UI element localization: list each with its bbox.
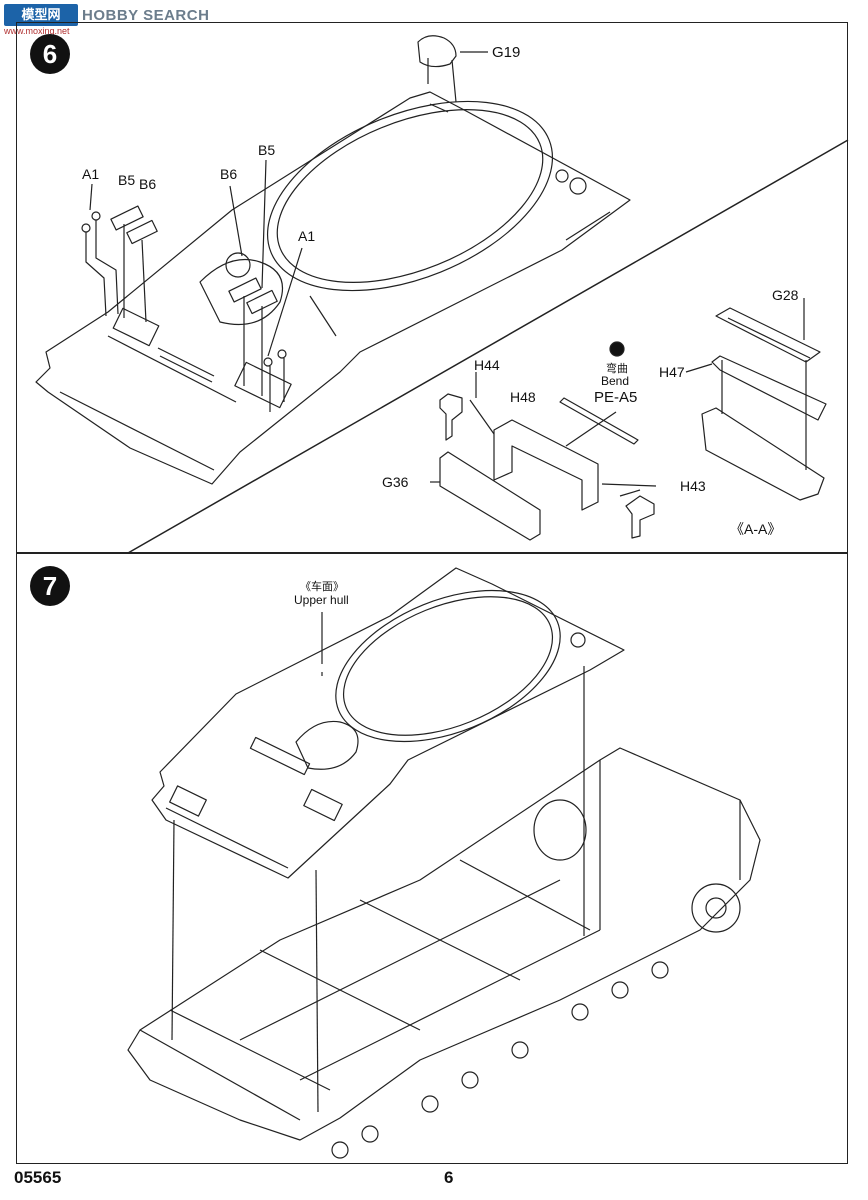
watermark-site: HOBBY SEARCH <box>82 6 210 24</box>
turret-ring-step7 <box>335 589 561 743</box>
product-code: 05565 <box>14 1168 62 1187</box>
label-h48: H48 <box>510 389 536 405</box>
turret-ring <box>266 100 554 292</box>
label-b6-mid: B6 <box>220 166 238 182</box>
section-a-a-parts <box>609 298 827 501</box>
section-divider-line <box>127 139 849 554</box>
parts-h44-h48-g36-h43 <box>430 372 657 541</box>
watermark-logo: 模型网 <box>4 4 78 26</box>
watermark-url: www.moxing.net <box>4 26 70 36</box>
step6-frame <box>16 22 848 553</box>
label-upper-hull-cn: 《车面》 <box>300 581 344 593</box>
page-number: 6 <box>444 1168 454 1187</box>
label-g28: G28 <box>772 287 799 303</box>
label-bend-cn: 弯曲 <box>606 363 628 375</box>
label-g36: G36 <box>382 474 409 490</box>
label-h47: H47 <box>659 364 685 380</box>
step6-upper-hull-plate <box>35 91 631 485</box>
label-h43: H43 <box>680 478 706 494</box>
label-bend-en: Bend <box>601 374 630 388</box>
watermark: 模型网 HOBBY SEARCH <box>4 4 209 26</box>
part-g19 <box>417 35 488 103</box>
label-b5-left: B5 <box>118 172 136 188</box>
label-g19: G19 <box>492 44 521 61</box>
label-a1-left: A1 <box>82 166 100 182</box>
label-pe-a5: PE-A5 <box>594 389 638 406</box>
step7-frame <box>16 553 848 1164</box>
parts-b6-b5-a1-mid <box>228 159 303 412</box>
label-a1-mid: A1 <box>298 228 316 244</box>
step7-lower-hull <box>127 666 761 1159</box>
parts-a1-b5-b6-left <box>81 183 158 323</box>
label-b6-left: B6 <box>139 176 157 192</box>
step-7-badge: 7 <box>30 566 70 606</box>
label-h44: H44 <box>474 357 500 373</box>
label-b5-mid: B5 <box>258 142 276 158</box>
drive-sprocket <box>691 883 741 933</box>
label-section-a-a: 《A-A》 <box>730 521 782 537</box>
step7-upper-hull <box>151 567 625 879</box>
step-6-badge: 6 <box>30 34 70 74</box>
label-upper-hull-en: Upper hull <box>294 593 349 607</box>
